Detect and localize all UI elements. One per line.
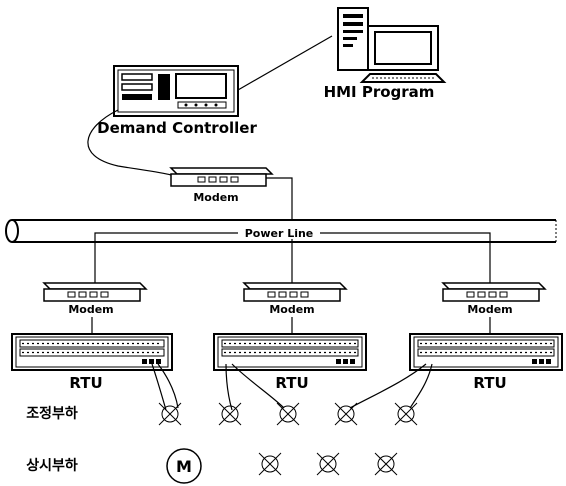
hmi-program-label: HMI Program [324, 83, 435, 101]
rtu-center-icon [213, 333, 367, 371]
modem-left-icon [42, 282, 148, 302]
hmi-to-controller-link [237, 35, 333, 91]
motor-label: M [176, 457, 192, 476]
motor-icon [166, 448, 202, 484]
rtu-left-label: RTU [69, 374, 102, 392]
modem-right-icon [441, 282, 547, 302]
demand-controller-label: Demand Controller [97, 119, 257, 137]
power-line-bus [5, 219, 557, 243]
constant-load-lamp-1-icon [258, 452, 282, 476]
modem-right-label: Modem [467, 303, 512, 316]
adjustable-load-row-label: 조정부하 [26, 405, 78, 422]
controller-to-modem-cable [87, 109, 172, 176]
adjustable-load-lamp-5-icon [394, 402, 418, 426]
adjustable-load-lamp-2-icon [218, 402, 242, 426]
adjustable-load-lamp-4-icon [334, 402, 358, 426]
rtu-right-label: RTU [473, 374, 506, 392]
adjustable-load-lamp-1-icon [158, 402, 182, 426]
top-modem-label: Modem [193, 191, 238, 204]
constant-load-lamp-2-icon [316, 452, 340, 476]
demand-controller-icon [113, 65, 239, 117]
rtu-left-icon [11, 333, 173, 371]
top-modem-icon [169, 167, 274, 187]
rtu-center-label: RTU [275, 374, 308, 392]
hmi-computer-icon [337, 7, 447, 83]
adjustable-load-lamp-3-icon [276, 402, 300, 426]
power-line-label-bg [238, 226, 320, 239]
modem-center-label: Modem [269, 303, 314, 316]
constant-load-lamp-3-icon [374, 452, 398, 476]
modem-left-label: Modem [68, 303, 113, 316]
rtu-right-icon [409, 333, 563, 371]
constant-load-row-label: 상시부하 [26, 457, 78, 474]
top-modem-to-power-line [266, 177, 293, 220]
power-line-label: Power Line [245, 227, 314, 240]
modem-center-icon [242, 282, 348, 302]
rtu-load-wiring [151, 363, 433, 411]
